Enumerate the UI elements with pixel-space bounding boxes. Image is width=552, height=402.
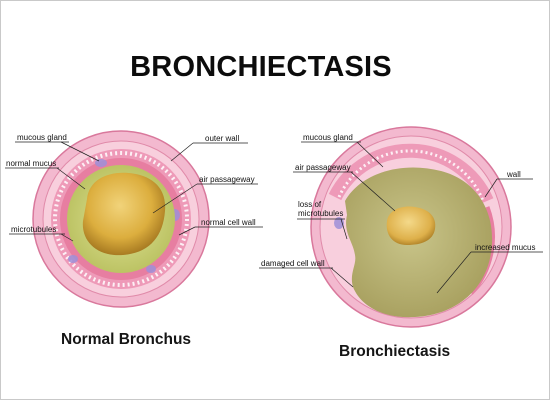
label-normal-cell-wall: normal cell wall: [201, 218, 256, 227]
air-passageway-lumen: [82, 172, 166, 256]
microtubule-fringe: [53, 151, 189, 287]
microtubule-fringe: [337, 149, 485, 202]
label-air-passageway: air passageway: [295, 163, 351, 172]
mucous-gland-shape: [68, 255, 78, 263]
caption-bronchiectasis: Bronchiectasis: [339, 343, 451, 360]
mucous-gland-shape: [95, 159, 107, 167]
bronchiectasis-labels: mucous gland air passageway wall loss of…: [259, 133, 543, 294]
page-title: BRONCHIECTASIS: [130, 51, 392, 83]
normal-bronchus: [32, 130, 210, 308]
bronchiectasis-bronchus: [310, 126, 512, 328]
caption-normal-bronchus: Normal Bronchus: [61, 331, 192, 348]
normal-labels: mucous gland outer wall normal mucus air…: [5, 133, 263, 242]
label-outer-wall: outer wall: [205, 134, 239, 143]
label-normal-mucus: normal mucus: [6, 159, 56, 168]
mucous-gland-shape: [146, 265, 156, 273]
label-increased-mucus: increased mucus: [475, 243, 535, 252]
label-mucous-gland: mucous gland: [303, 133, 353, 142]
label-damaged-cell-wall: damaged cell wall: [261, 259, 325, 268]
label-loss-of: loss of: [298, 200, 322, 209]
air-passageway-lumen: [386, 206, 436, 245]
label-wall: wall: [506, 170, 521, 179]
label-air-passageway: air passageway: [199, 175, 255, 184]
label-microtubules: microtubules: [11, 225, 56, 234]
label-mucous-gland: mucous gland: [17, 133, 67, 142]
label-loss-of-microtubules: microtubules: [298, 209, 343, 218]
